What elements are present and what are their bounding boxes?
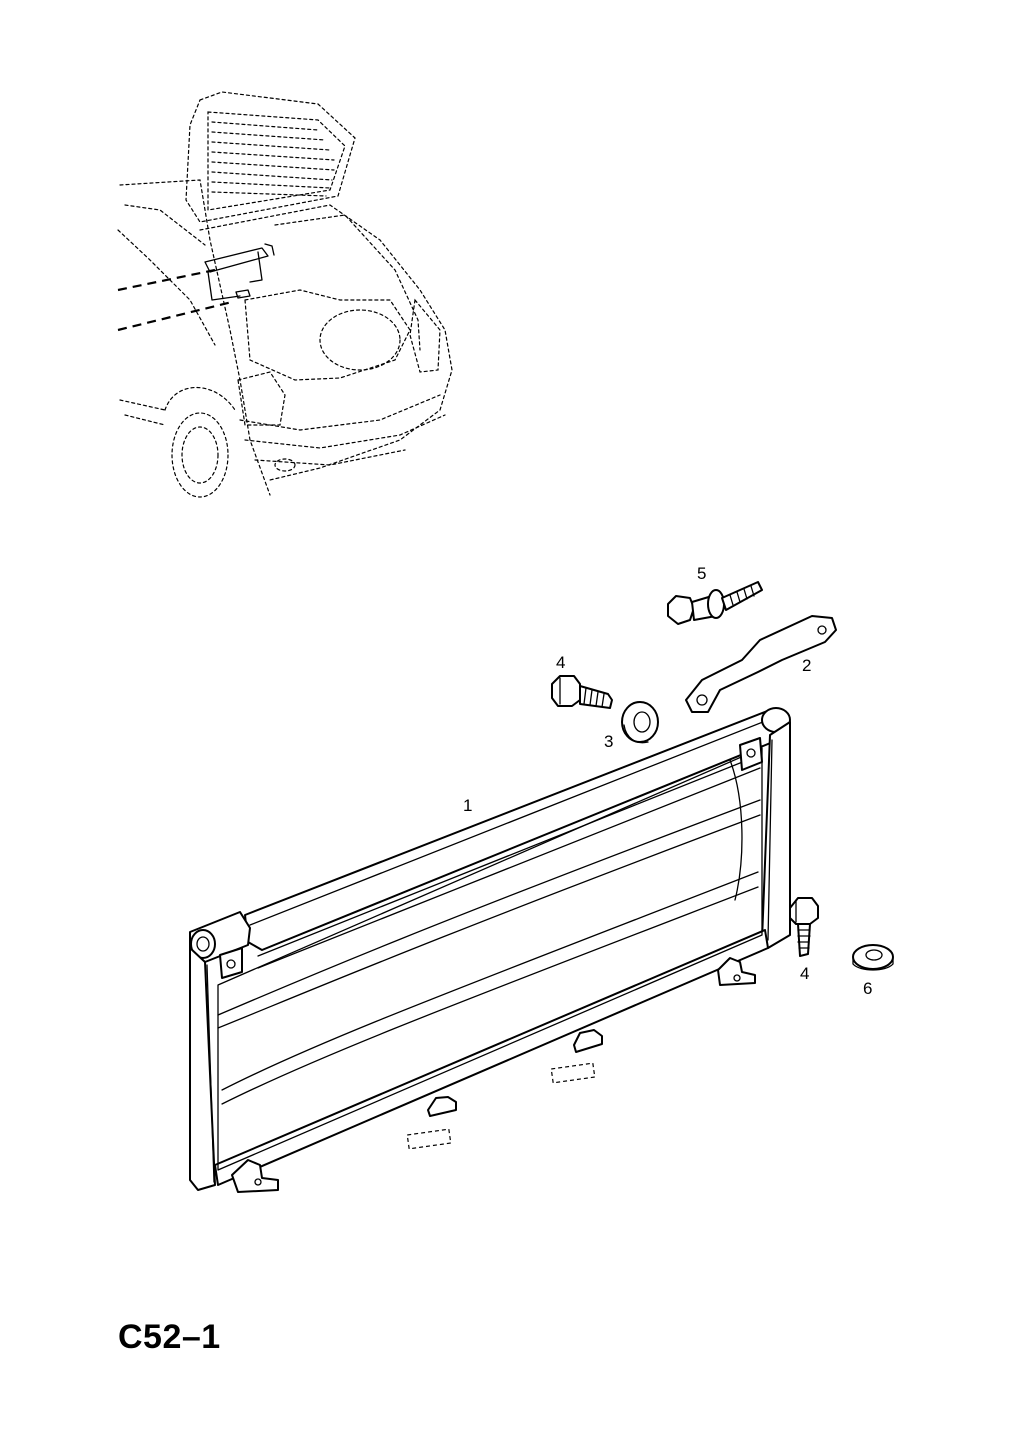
- callout-3: 3: [604, 732, 614, 751]
- callout-4-upper: 4: [556, 653, 566, 672]
- bolt-part-4-upper: [551, 675, 613, 709]
- callout-2: 2: [802, 656, 812, 675]
- bracket-arm-part-2: [685, 615, 837, 713]
- diagram-code: C52–1: [118, 1318, 221, 1356]
- callout-5: 5: [697, 564, 707, 583]
- washer-part-3: [621, 701, 659, 744]
- bolt-part-4-lower: [789, 897, 819, 957]
- callout-6: 6: [863, 979, 873, 998]
- pin-bolt-part-5: [667, 581, 763, 625]
- callout-1: 1: [463, 796, 473, 815]
- washer-part-6: [852, 944, 894, 971]
- vehicle-overview-illustration: [117, 91, 453, 498]
- callout-4-lower: 4: [800, 964, 810, 983]
- partition-frame-part-1: [189, 707, 791, 1193]
